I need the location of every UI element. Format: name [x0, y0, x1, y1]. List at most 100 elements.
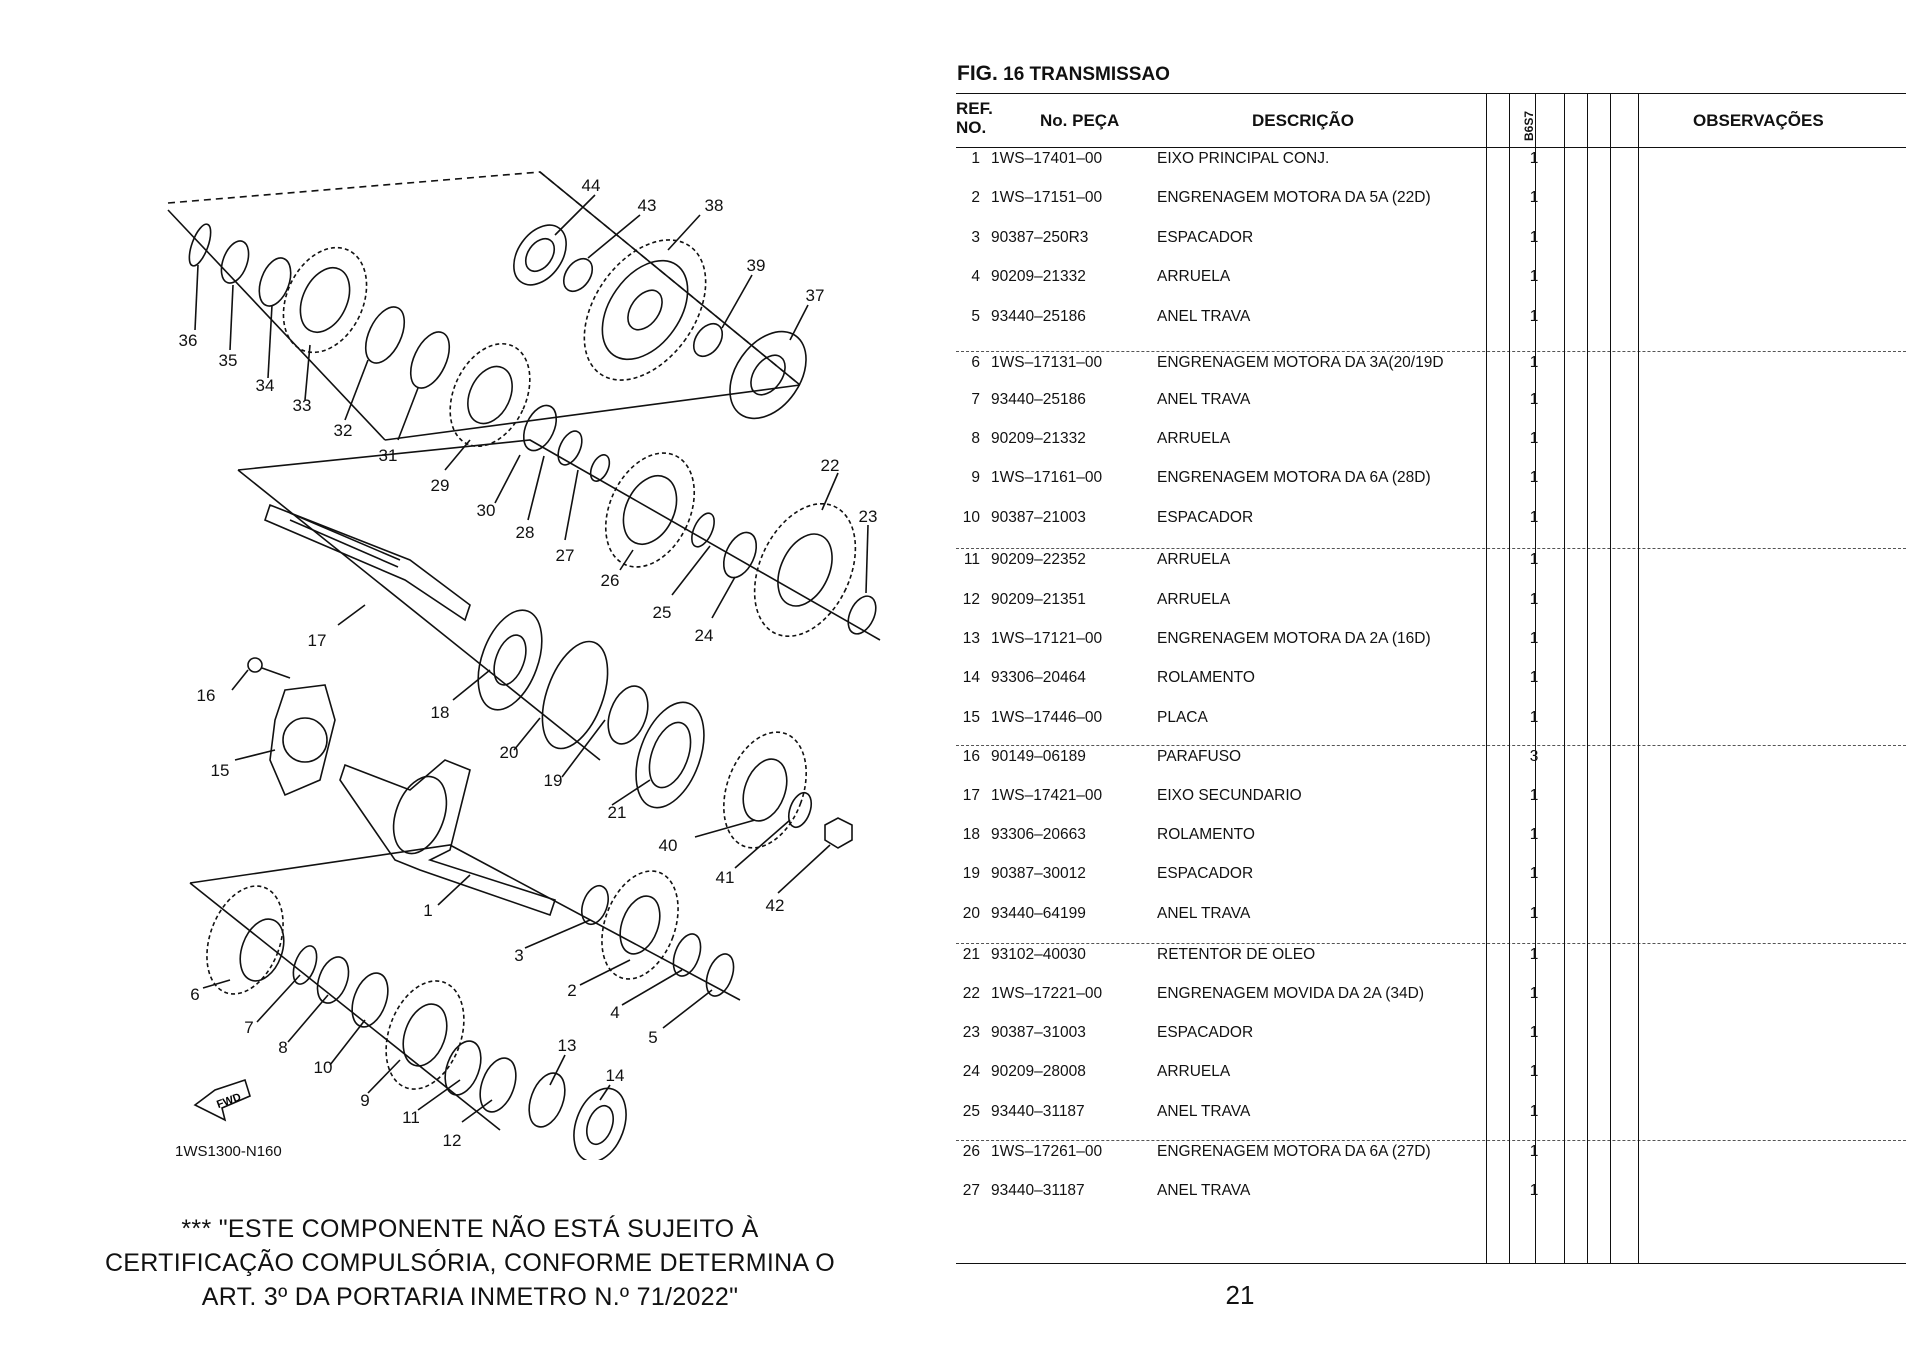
- callout-22: 22: [821, 456, 840, 475]
- part-number: 93440–25186: [991, 391, 1086, 408]
- callout-24: 24: [695, 626, 714, 645]
- part-description: EIXO SECUNDARIO: [1157, 787, 1302, 804]
- quantity: 1: [1529, 391, 1539, 408]
- quantity: 1: [1529, 150, 1539, 167]
- part-description: ARRUELA: [1157, 591, 1231, 608]
- ref-number: 22: [962, 985, 980, 1002]
- ref-number: 1: [971, 150, 980, 167]
- disclaimer-line-1: *** "ESTE COMPONENTE NÃO ESTÁ SUJEITO À: [181, 1215, 759, 1243]
- ref-number: 16: [962, 748, 980, 765]
- part-number: 1WS–17131–00: [991, 354, 1103, 371]
- figure-title: FIG. 16 TRANSMISSAO: [957, 62, 1170, 86]
- header-part-no: No. PEÇA: [1040, 111, 1120, 130]
- table-column-divider: [1610, 93, 1611, 1263]
- table-column-divider: [1564, 93, 1565, 1263]
- callout-27: 27: [556, 546, 575, 565]
- ref-number: 9: [971, 469, 980, 486]
- figure-number: 16: [1003, 64, 1025, 85]
- part-number: 90387–30012: [991, 865, 1086, 882]
- part-number: 90149–06189: [991, 748, 1086, 765]
- part-description: ENGRENAGEM MOTORA DA 2A (16D): [1157, 630, 1431, 647]
- callout-33: 33: [293, 396, 312, 415]
- part-description: ANEL TRAVA: [1157, 905, 1251, 922]
- callout-2: 2: [567, 981, 576, 1000]
- header-ref-line1: REF.: [956, 99, 993, 118]
- ref-number: 15: [962, 709, 980, 726]
- quantity: 1: [1529, 630, 1539, 647]
- table-rule: [956, 1263, 1906, 1264]
- quantity: 1: [1529, 551, 1539, 568]
- ref-number: 5: [971, 308, 980, 325]
- transmission-exploded-diagram: 44 43 38 39 37 36 35 34 33 32 31 29 30 2…: [167, 171, 881, 1160]
- header-observations: OBSERVAÇÕES: [1693, 111, 1824, 130]
- part-number: 93306–20663: [991, 826, 1086, 843]
- disclaimer-line-2: CERTIFICAÇÃO COMPULSÓRIA, CONFORME DETER…: [104, 1249, 836, 1277]
- disclaimer-line-3: ART. 3º DA PORTARIA INMETRO N.º 71/2022": [201, 1283, 739, 1311]
- callout-38: 38: [705, 196, 724, 215]
- callout-44: 44: [582, 176, 601, 195]
- part-description: ROLAMENTO: [1157, 669, 1255, 686]
- callout-10: 10: [314, 1058, 333, 1077]
- part-number: 1WS–17261–00: [991, 1143, 1103, 1160]
- certification-disclaimer: *** "ESTE COMPONENTE NÃO ESTÁ SUJEITO À …: [80, 1212, 860, 1314]
- diagram-code: 1WS1300-N160: [175, 1143, 282, 1160]
- quantity: 1: [1529, 308, 1539, 325]
- header-description: DESCRIÇÃO: [1252, 111, 1355, 130]
- part-description: ARRUELA: [1157, 551, 1231, 568]
- quantity: 1: [1529, 509, 1539, 526]
- part-description: ESPACADOR: [1157, 509, 1254, 526]
- group-separator: [956, 943, 1906, 944]
- callout-6: 6: [190, 985, 199, 1004]
- header-model: B6S7: [1522, 110, 1536, 141]
- quantity: 1: [1529, 709, 1539, 726]
- callout-42: 42: [766, 896, 785, 915]
- callout-19: 19: [544, 771, 563, 790]
- callout-37: 37: [806, 286, 825, 305]
- quantity: 1: [1529, 865, 1539, 882]
- callout-23: 23: [859, 507, 878, 526]
- callout-39: 39: [747, 256, 766, 275]
- table-rule: [956, 147, 1906, 148]
- quantity: 1: [1529, 229, 1539, 246]
- page-number: 21: [1225, 1280, 1255, 1310]
- callout-25: 25: [653, 603, 672, 622]
- part-number: 1WS–17221–00: [991, 985, 1103, 1002]
- part-description: ESPACADOR: [1157, 229, 1254, 246]
- quantity: 1: [1529, 1024, 1539, 1041]
- ref-number: 26: [962, 1143, 980, 1160]
- part-number: 90209–21332: [991, 268, 1086, 285]
- ref-number: 25: [962, 1103, 980, 1120]
- group-separator: [956, 548, 1906, 549]
- callout-3: 3: [514, 946, 523, 965]
- ref-number: 14: [962, 669, 980, 686]
- part-description: ANEL TRAVA: [1157, 391, 1251, 408]
- ref-number: 13: [962, 630, 980, 647]
- ref-number: 3: [971, 229, 980, 246]
- part-description: ROLAMENTO: [1157, 826, 1255, 843]
- ref-number: 11: [963, 551, 980, 568]
- ref-number: 4: [971, 268, 980, 285]
- quantity: 1: [1529, 985, 1539, 1002]
- part-description: ENGRENAGEM MOTORA DA 6A (28D): [1157, 469, 1431, 486]
- callout-32: 32: [334, 421, 353, 440]
- quantity: 1: [1529, 268, 1539, 285]
- callout-41: 41: [716, 868, 735, 887]
- quantity: 1: [1529, 354, 1539, 371]
- callout-26: 26: [601, 571, 620, 590]
- part-description: ESPACADOR: [1157, 865, 1254, 882]
